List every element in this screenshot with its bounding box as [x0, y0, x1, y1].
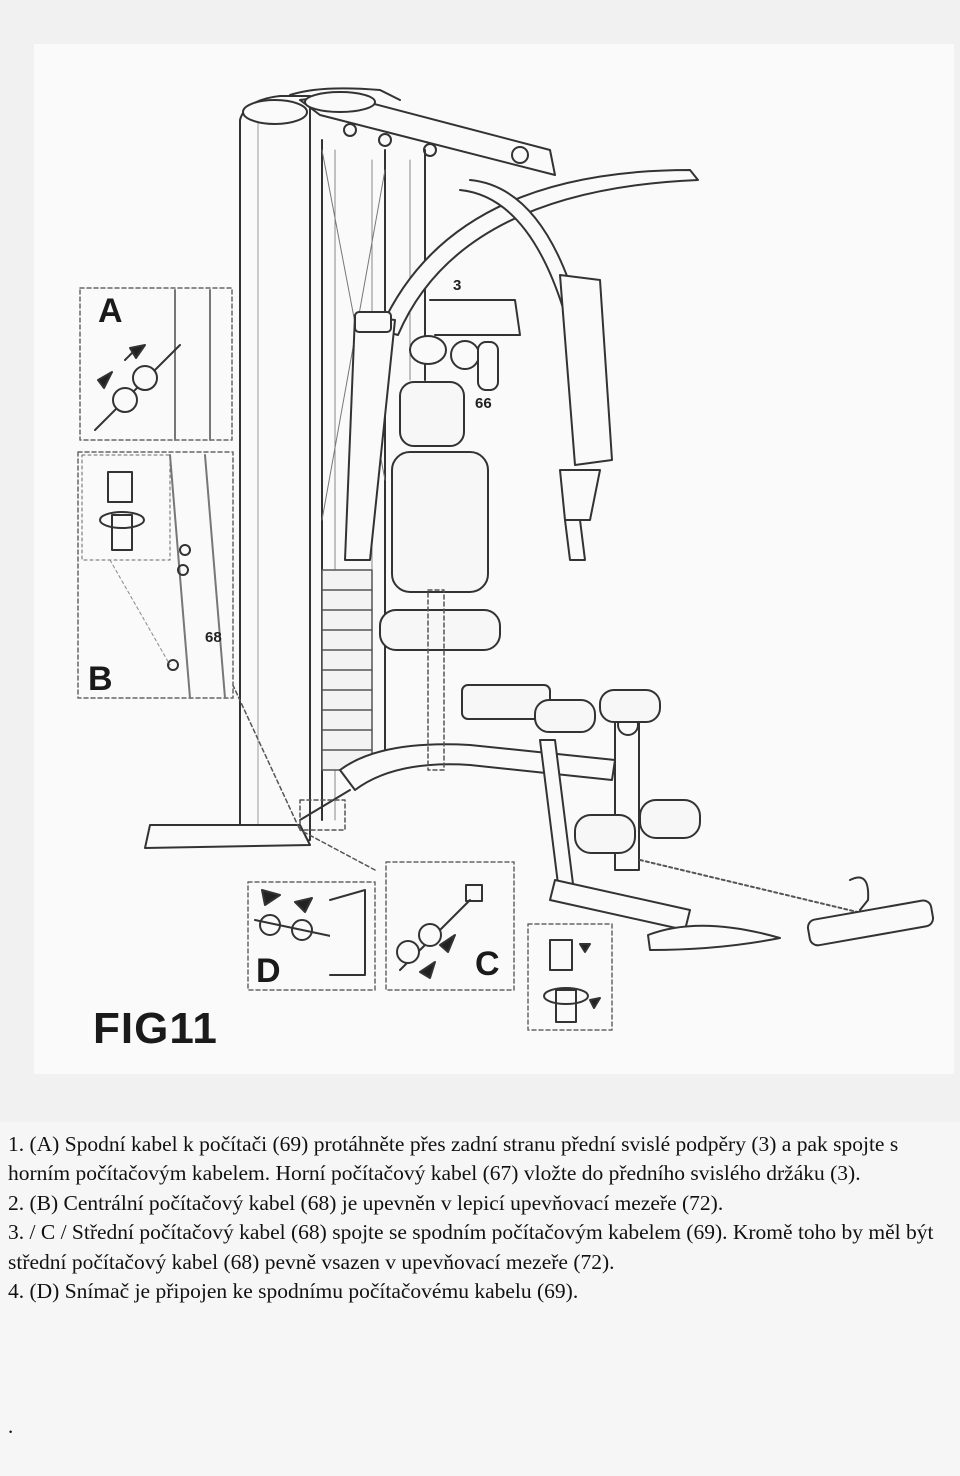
press-arms	[379, 169, 699, 561]
callout-c-letter: C	[475, 945, 500, 983]
figure-panel: A B 68 D	[77, 87, 935, 1053]
base-frame	[144, 684, 935, 951]
part-number-3: 3	[453, 277, 461, 294]
callout-a-letter: A	[98, 292, 123, 330]
weight-stack-shroud	[239, 95, 311, 845]
callout-b-letter: B	[88, 660, 113, 698]
inset-a: A	[79, 287, 233, 441]
top-frame-beam	[289, 87, 556, 176]
instruction-step-1: 1. (A) Spodní kabel k počítači (69) prot…	[8, 1132, 899, 1186]
home-gym-assembly-drawing: A B 68 D	[77, 87, 935, 1031]
instruction-step-3: 3. / C / Střední počítačový kabel (68) s…	[8, 1220, 934, 1274]
callout-d-letter: D	[256, 952, 281, 990]
trailing-period: .	[8, 1414, 14, 1438]
figure-label: FIG11	[93, 1004, 218, 1053]
inset-c: C	[385, 861, 515, 991]
weight-plates	[321, 569, 373, 771]
instruction-step-2: 2. (B) Centrální počítačový kabel (68) j…	[8, 1190, 724, 1215]
part-number-68: 68	[205, 629, 222, 646]
instruction-step-4: 4. (D) Snímač je připojen ke spodnímu po…	[8, 1279, 579, 1304]
inset-clip-detail	[527, 923, 613, 1031]
pec-deck-handles	[344, 299, 521, 561]
instructions-text-area: 1. (A) Spodní kabel k počítači (69) prot…	[0, 1122, 960, 1476]
inset-d: D	[247, 881, 376, 991]
instruction-steps: 1. (A) Spodní kabel k počítači (69) prot…	[8, 1130, 943, 1306]
part-number-66: 66	[475, 395, 492, 412]
inset-b: B 68	[77, 451, 234, 699]
backrest	[379, 381, 501, 651]
